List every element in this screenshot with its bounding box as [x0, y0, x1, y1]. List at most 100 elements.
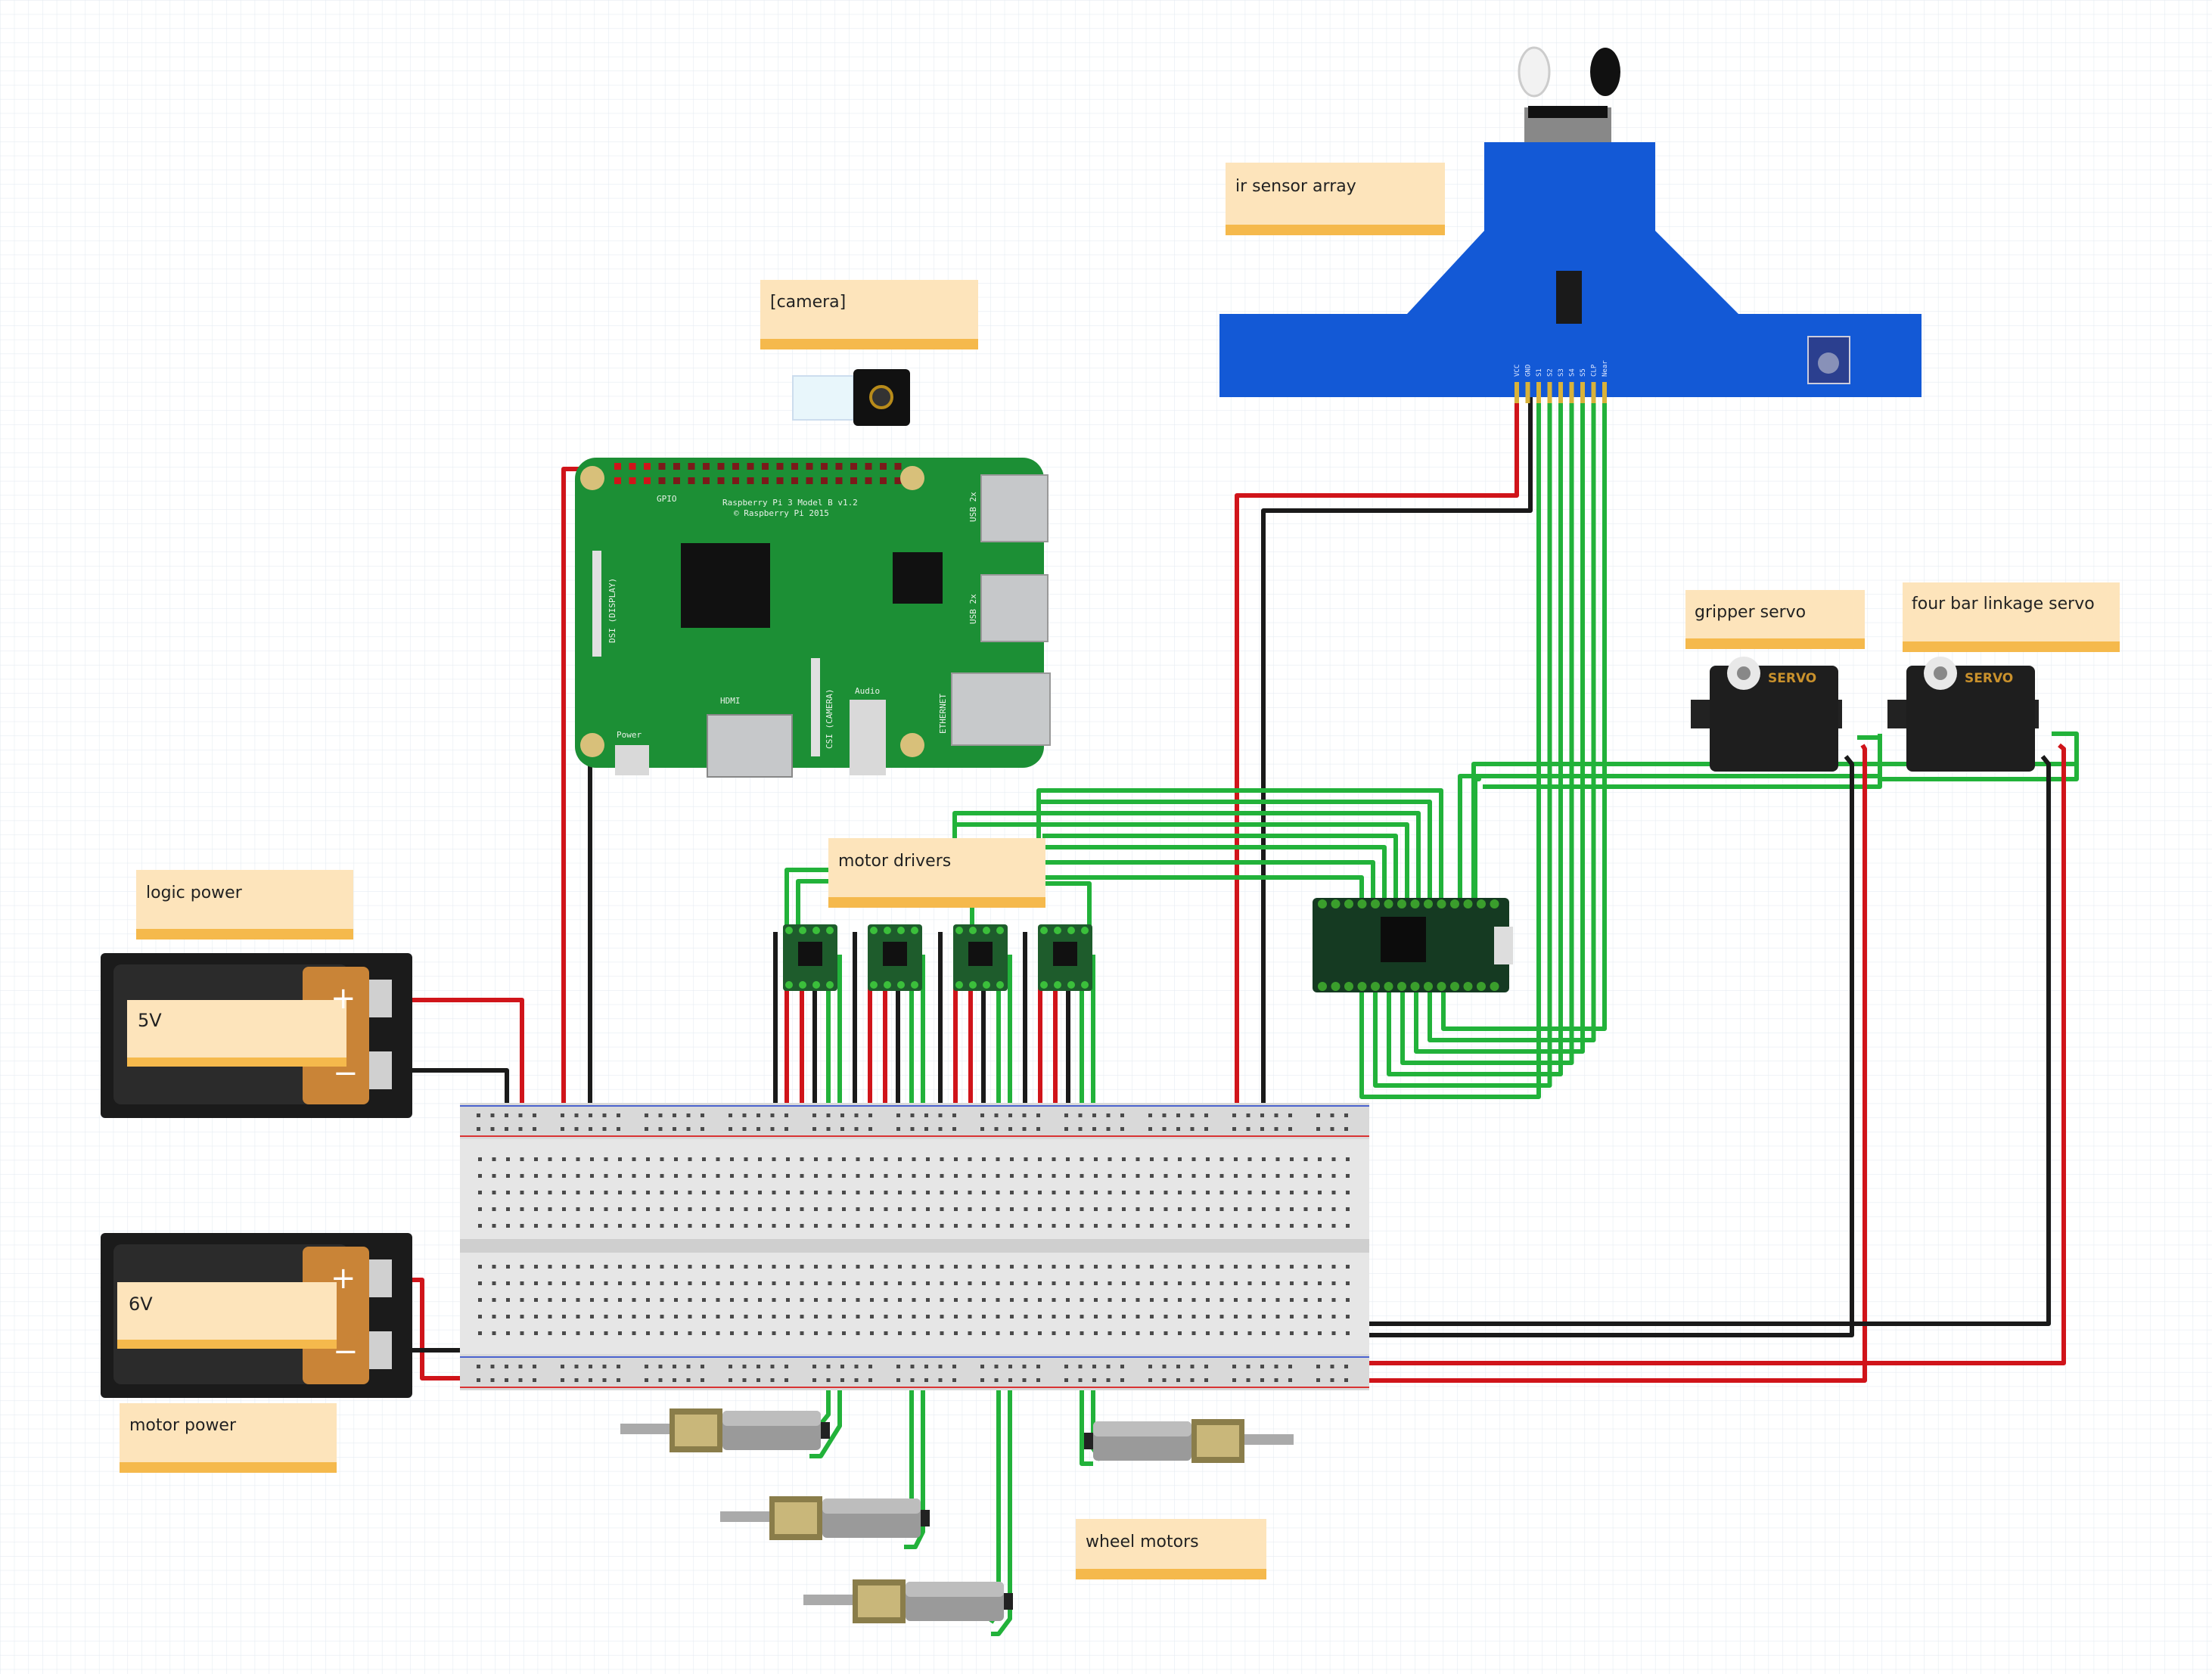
breadboard-hole	[968, 1315, 972, 1318]
note-gripper-text: gripper servo	[1695, 603, 1806, 622]
raspberry-pi[interactable]: Raspberry Pi 3 Model B v1.2 © Raspberry …	[575, 458, 1051, 778]
note-fourbar-band	[1903, 641, 2120, 652]
note-four-bar-linkage-servo[interactable]: four bar linkage servo	[1903, 582, 2120, 652]
breadboard-hole	[1288, 1113, 1292, 1117]
breadboard-hole	[1346, 1331, 1350, 1335]
ir-pin	[1515, 382, 1519, 403]
breadboard-hole	[534, 1331, 538, 1335]
breadboard-hole	[1232, 1365, 1236, 1368]
gpio-pin	[658, 477, 666, 484]
wire-ir-vcc[interactable]	[1235, 387, 1519, 1118]
ir-pin	[1536, 382, 1541, 403]
motor-battery[interactable]: 6V + −	[101, 1233, 412, 1398]
breadboard-hole	[996, 1207, 1000, 1211]
breadboard-hole	[814, 1331, 818, 1335]
breadboard-hole	[840, 1365, 844, 1368]
breadboard-hole	[1262, 1191, 1266, 1194]
breadboard-hole	[968, 1331, 972, 1335]
breadboard-hole	[1162, 1378, 1167, 1382]
breadboard-hole	[870, 1224, 874, 1228]
camera-module[interactable]	[792, 369, 910, 426]
breadboard-hole	[744, 1298, 748, 1302]
breadboard-hole	[632, 1174, 636, 1178]
breadboard-hole	[1290, 1298, 1294, 1302]
breadboard-holes	[477, 1113, 1350, 1382]
gripper-servo[interactable]: SERVO	[1691, 657, 1842, 772]
breadboard[interactable]	[460, 1103, 1369, 1390]
breadboard-hole	[1078, 1365, 1083, 1368]
note-motor-power[interactable]: motor power	[120, 1403, 337, 1473]
breadboard-hole	[1066, 1207, 1070, 1211]
breadboard-hole	[478, 1298, 482, 1302]
breadboard-hole	[1108, 1207, 1112, 1211]
breadboard-hole	[1108, 1281, 1112, 1285]
wheel-motors	[620, 1408, 1294, 1623]
breadboard-hole	[632, 1298, 636, 1302]
breadboard-hole	[800, 1265, 804, 1269]
breadboard-hole	[1163, 1315, 1168, 1318]
wire-md-2b[interactable]	[955, 822, 1409, 898]
breadboard-hole	[1148, 1127, 1152, 1131]
note-logic-power[interactable]: logic power	[136, 870, 353, 939]
wire-md-1a[interactable]	[1036, 788, 1443, 930]
note-ir-sensor-array[interactable]: ir sensor array	[1226, 163, 1445, 235]
four-bar-linkage-servo[interactable]: SERVO	[1887, 657, 2039, 772]
breadboard-hole	[1066, 1191, 1070, 1194]
breadboard-hole	[590, 1224, 594, 1228]
teensy-pin-top	[1357, 899, 1367, 908]
motor-driver-pin	[1067, 927, 1075, 934]
note-motor-drivers[interactable]: motor drivers	[828, 838, 1045, 908]
wire-md-3a[interactable]	[1042, 834, 1398, 898]
breadboard-hole	[1330, 1378, 1334, 1382]
breadboard-hole	[912, 1157, 916, 1161]
breadboard-hole	[800, 1224, 804, 1228]
breadboard-hole	[1262, 1207, 1266, 1211]
wire-md-6[interactable]	[796, 879, 832, 930]
wire-md-4a[interactable]	[1044, 860, 1375, 898]
breadboard-hole	[1303, 1207, 1308, 1211]
note-camera[interactable]: [camera]	[760, 280, 978, 349]
wire-md-5[interactable]	[784, 868, 832, 930]
breadboard-hole	[800, 1331, 804, 1335]
breadboard-hole	[744, 1265, 748, 1269]
wire-md-4b[interactable]	[1044, 875, 1364, 898]
wire-logic-plus[interactable]	[401, 998, 524, 1120]
gpio-pin	[673, 477, 680, 484]
logic-plus-icon: +	[331, 981, 356, 1016]
breadboard-hole	[1064, 1365, 1068, 1368]
wire-servo-gripper-signal-2[interactable]	[1483, 734, 1882, 789]
breadboard-hole	[1150, 1315, 1154, 1318]
wire-md-3b[interactable]	[1044, 845, 1387, 898]
breadboard-hole	[742, 1378, 747, 1382]
teensy-pin-top	[1318, 899, 1327, 908]
breadboard-hole	[1346, 1298, 1350, 1302]
gpio-pin	[629, 477, 636, 484]
breadboard-hole	[868, 1365, 872, 1368]
note-wheel-motors[interactable]: wheel motors	[1076, 1519, 1266, 1579]
breadboard-hole	[604, 1298, 608, 1302]
wire-servo-fourbar-signal-2[interactable]	[1880, 734, 2079, 781]
teensy-microcontroller[interactable]	[1313, 898, 1513, 992]
ir-pin-label: S5	[1580, 368, 1587, 377]
breadboard-hole	[658, 1365, 663, 1368]
breadboard-hole	[996, 1265, 1000, 1269]
breadboard-hole	[1318, 1281, 1322, 1285]
motor-battery-label	[117, 1282, 337, 1349]
motor-gear-face	[675, 1415, 717, 1446]
breadboard-hole	[854, 1365, 859, 1368]
wire-md-1b[interactable]	[1039, 800, 1432, 898]
motor-driver-pin	[812, 981, 820, 989]
breadboard-hole	[632, 1315, 636, 1318]
breadboard-hole	[912, 1224, 916, 1228]
note-gripper-servo[interactable]: gripper servo	[1685, 590, 1865, 649]
logic-battery[interactable]: 5V + −	[101, 953, 412, 1118]
breadboard-hole	[1219, 1174, 1224, 1178]
breadboard-hole	[1246, 1365, 1250, 1368]
breadboard-hole	[604, 1265, 608, 1269]
breadboard-hole	[1275, 1191, 1280, 1194]
breadboard-hole	[812, 1378, 816, 1382]
breadboard-hole	[826, 1365, 831, 1368]
breadboard-hole	[1064, 1378, 1068, 1382]
motor-driver	[953, 924, 1008, 991]
